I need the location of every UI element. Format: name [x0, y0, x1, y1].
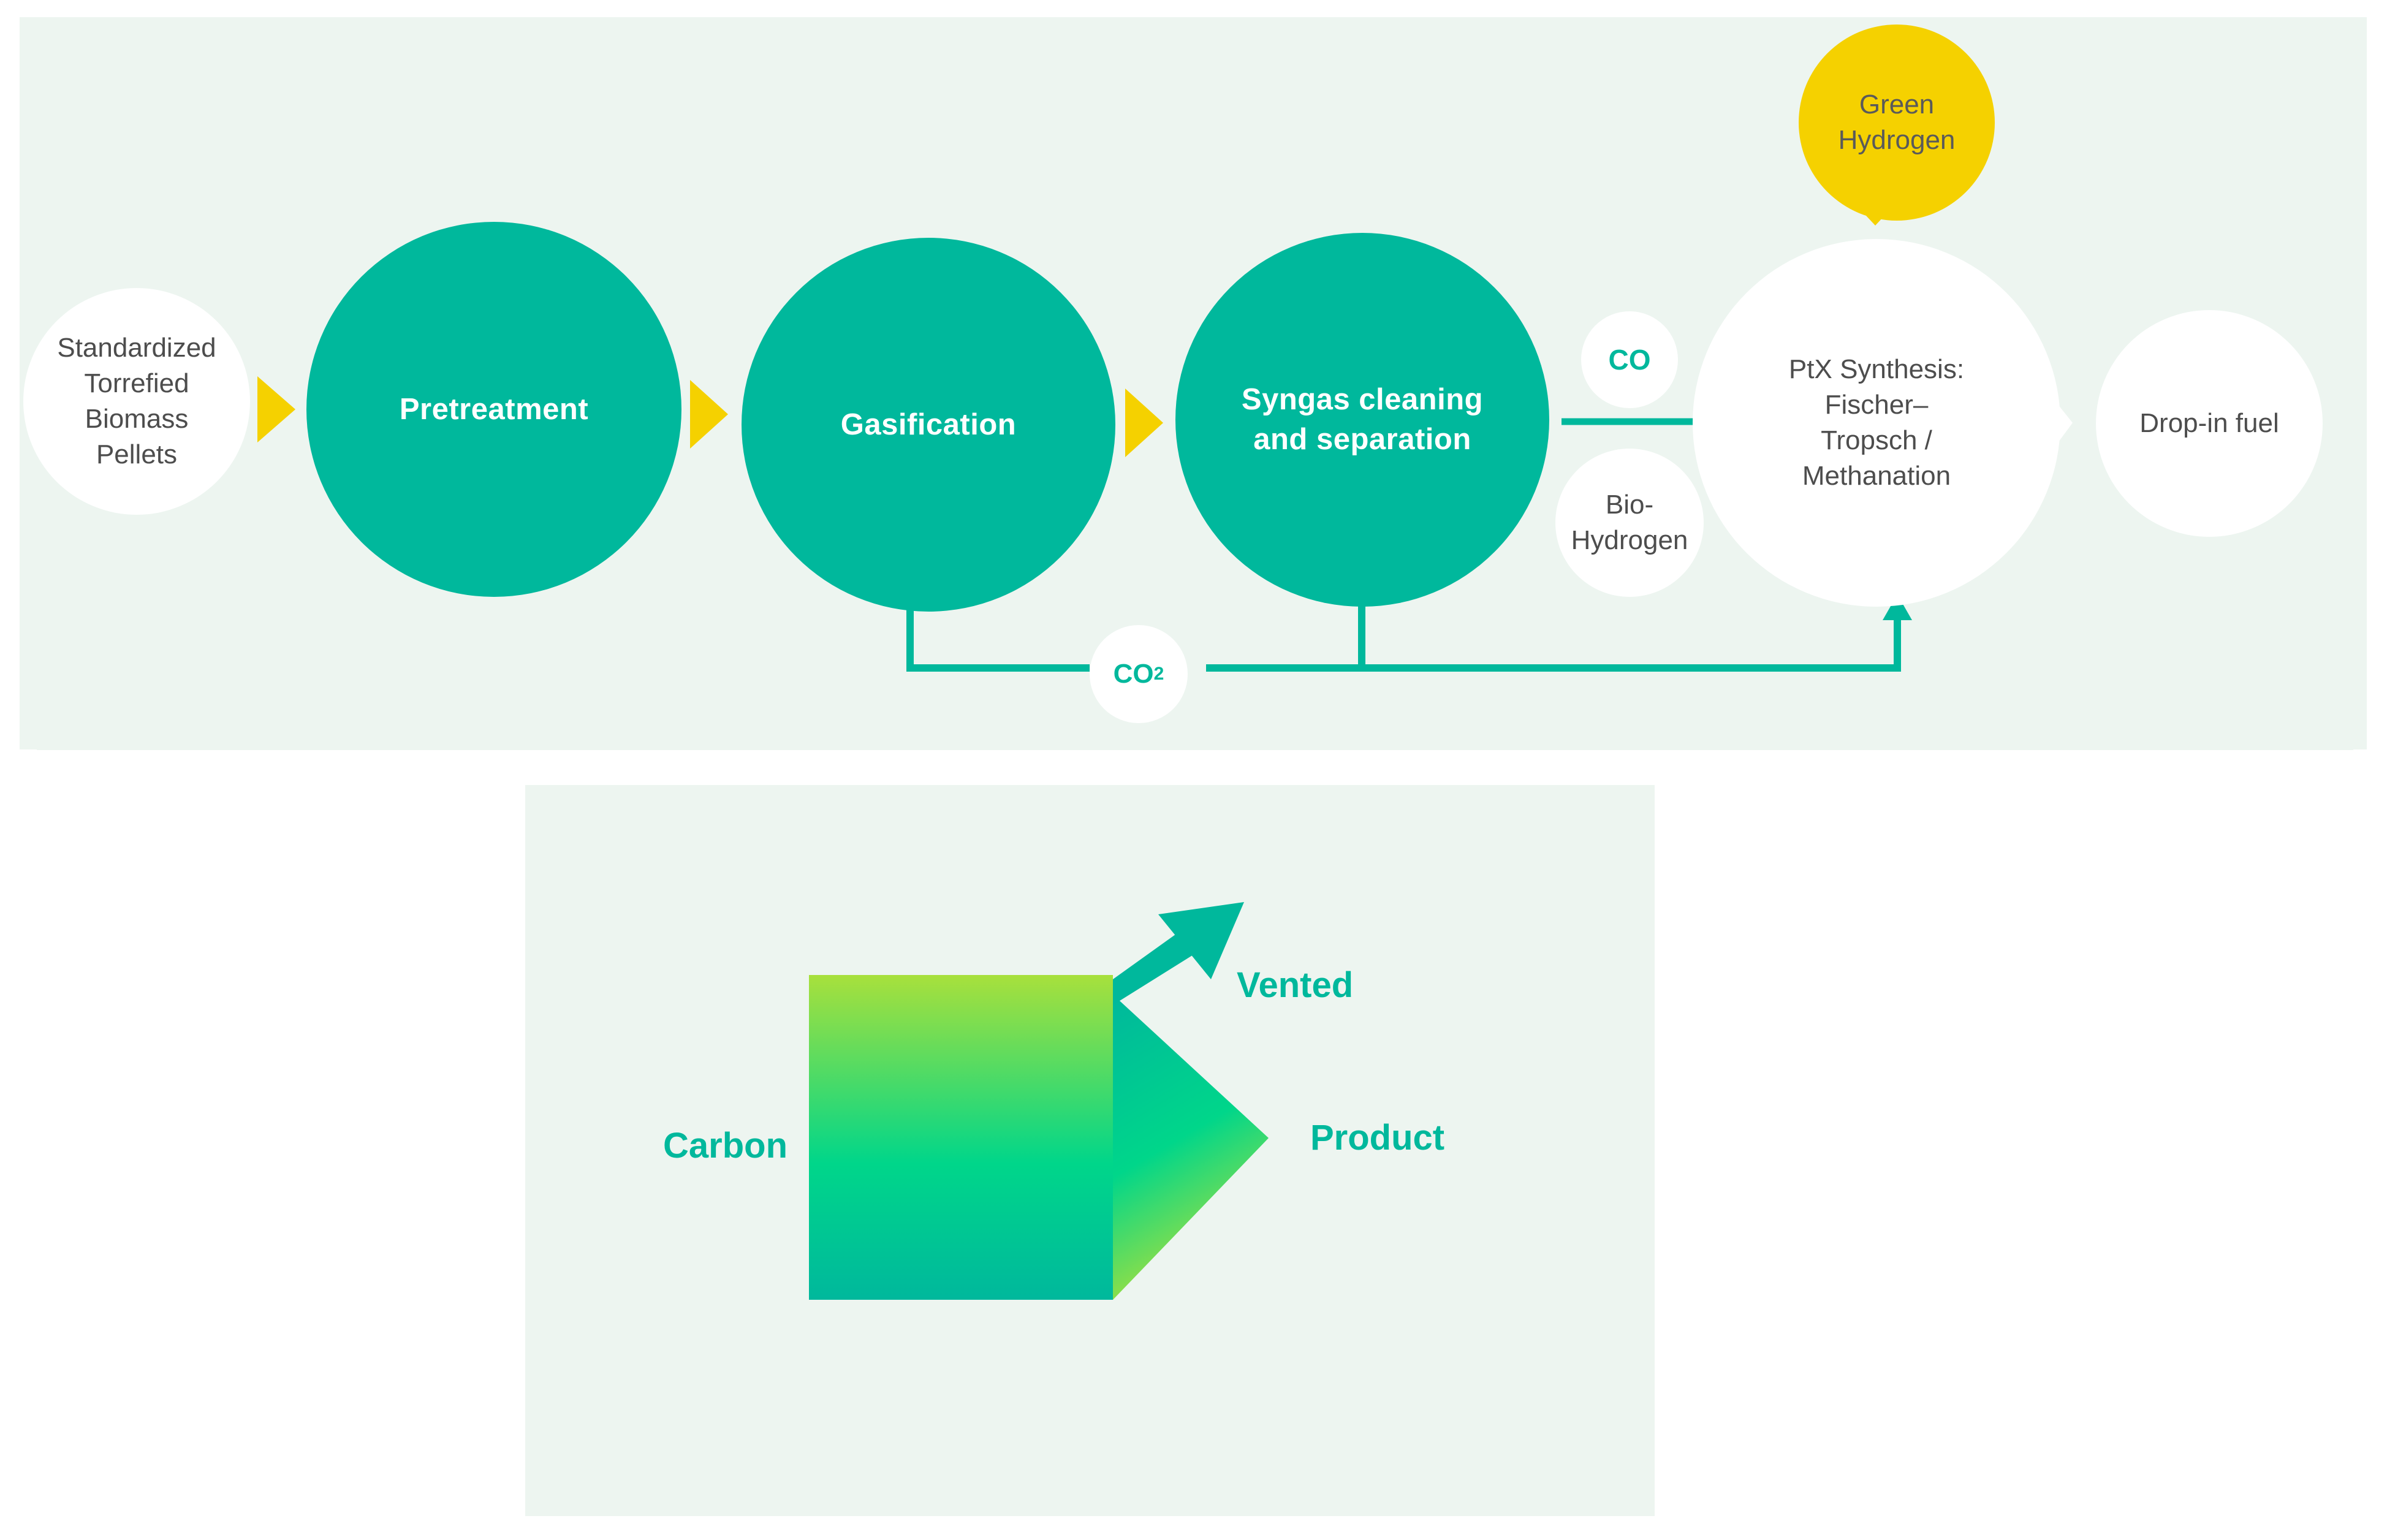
vented-label: Vented: [1237, 965, 1354, 1005]
co2-label: CO: [1113, 659, 1154, 689]
drop-in-fuel-node: Drop-in fuel: [2096, 310, 2323, 537]
carbon-box: [809, 975, 1113, 1300]
vented-arrow-head: [1158, 902, 1244, 979]
product-arrow: [1113, 995, 1269, 1300]
co2-arrowhead: [1883, 594, 1912, 620]
vented-arrow-shaft: [1113, 927, 1201, 1005]
arrow-gasification-to-syngas: [1125, 389, 1163, 457]
arrow-pretreatment-to-gasification: [690, 380, 728, 449]
biomass-pellets-node: Standardized Torrefied Biomass Pellets: [23, 288, 250, 515]
arrow-input-to-pretreatment: [257, 376, 295, 442]
pretreatment-node: Pretreatment: [306, 222, 681, 597]
green-hydrogen-node: Green Hydrogen: [1799, 25, 1995, 221]
syngas-cleaning-node: Syngas cleaning and separation: [1175, 233, 1549, 607]
co-node: CO: [1581, 311, 1678, 408]
bio-hydrogen-node: Bio- Hydrogen: [1555, 449, 1704, 597]
gasification-node: Gasification: [742, 238, 1115, 612]
co2-line-to-ptx: [1206, 619, 1901, 672]
product-label: Product: [1310, 1118, 1445, 1158]
co2-subscript: 2: [1153, 664, 1164, 684]
process-panel-extension: [37, 674, 2353, 750]
ptx-synthesis-node: PtX Synthesis: Fischer– Tropsch / Methan…: [1693, 239, 2060, 607]
carbon-label: Carbon: [663, 1126, 787, 1166]
co2-line-gasification: [906, 610, 1090, 672]
